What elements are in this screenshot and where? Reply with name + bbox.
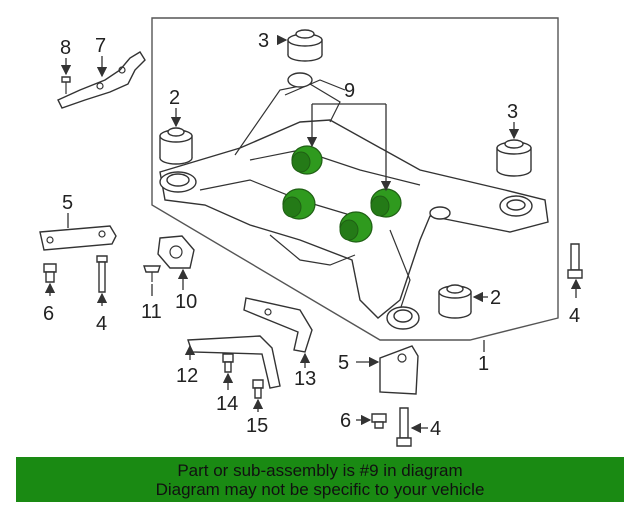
callout-4-bottom: 4 <box>430 418 441 440</box>
bolt-6-right <box>371 413 387 429</box>
bushing-green-2 <box>370 188 402 218</box>
callout-5-left: 5 <box>62 192 73 214</box>
callout-1: 1 <box>478 353 489 375</box>
callout-6-left: 6 <box>43 303 54 325</box>
banner-line-2: Diagram may not be specific to your vehi… <box>155 480 485 499</box>
bushing-green-1 <box>291 145 323 175</box>
mount-bushing-3-right <box>496 139 532 177</box>
bracket-right <box>379 345 419 395</box>
callout-12: 12 <box>176 365 198 387</box>
callout-11: 11 <box>141 301 162 323</box>
bolt-4-left <box>96 255 108 293</box>
mount-bushing-2-right <box>438 284 472 319</box>
harness-bracket <box>57 51 146 109</box>
info-banner: Part or sub-assembly is #9 in diagram Di… <box>16 457 624 502</box>
banner-line-1: Part or sub-assembly is #9 in diagram <box>177 461 463 480</box>
mount-bushing-3-top <box>287 29 323 62</box>
assembly-outline-box <box>151 17 559 341</box>
callout-7: 7 <box>95 35 106 57</box>
mount-bushing-2-left <box>159 127 193 165</box>
callout-13: 13 <box>294 368 316 390</box>
bushing-green-4 <box>339 211 373 243</box>
callout-4-left: 4 <box>96 313 107 335</box>
callout-10: 10 <box>175 291 197 313</box>
bolt-14 <box>222 353 234 373</box>
bracket-left <box>39 225 117 251</box>
callout-2-right: 2 <box>490 287 501 309</box>
bolt-6-left <box>43 263 57 283</box>
callout-2-left: 2 <box>169 87 180 109</box>
callout-6-right: 6 <box>340 410 351 432</box>
callout-8: 8 <box>60 37 71 59</box>
bolt-4-bottom <box>396 407 412 447</box>
bolt-15 <box>252 379 264 399</box>
callout-3-right: 3 <box>507 101 518 123</box>
callout-5-right: 5 <box>338 352 349 374</box>
bushing-green-3 <box>282 188 316 220</box>
bolt-4-right <box>567 243 583 279</box>
clip-fastener <box>61 76 71 94</box>
leader-lines <box>44 34 582 434</box>
gasket-plate <box>157 235 195 269</box>
callout-3-top: 3 <box>258 30 269 52</box>
callout-9: 9 <box>344 80 355 102</box>
screw-11 <box>143 265 161 282</box>
callout-4-right: 4 <box>569 305 580 327</box>
callout-15: 15 <box>246 415 268 437</box>
brace-13 <box>243 297 313 353</box>
callout-14: 14 <box>216 393 238 415</box>
brace-12 <box>187 335 281 389</box>
